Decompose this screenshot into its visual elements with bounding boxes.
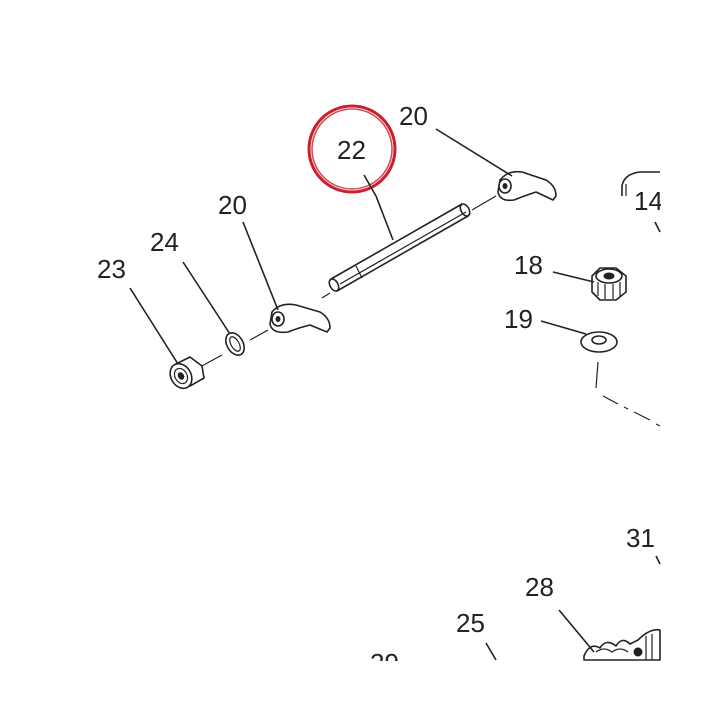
housing-part-14[interactable] xyxy=(621,171,661,233)
callout-20-lower: 20 xyxy=(218,190,247,220)
rocker-arm-part-20-lower[interactable] xyxy=(269,303,331,334)
washer-axis xyxy=(595,361,661,427)
assembly-axis xyxy=(199,195,497,368)
o-ring-part-24[interactable] xyxy=(222,330,248,359)
callout-28: 28 xyxy=(525,572,554,602)
callout-14: 14 xyxy=(634,186,663,216)
callout-19: 19 xyxy=(504,304,533,334)
shaft-part-22[interactable] xyxy=(327,202,471,292)
crop-mask-right xyxy=(661,0,720,720)
washer-part-19[interactable] xyxy=(580,331,618,353)
callout-labels: 22 20 20 24 23 18 19 14 31 28 25 29 xyxy=(97,101,663,678)
leader-lines xyxy=(129,128,595,661)
callout-24: 24 xyxy=(150,227,179,257)
rocker-arm-part-20-upper[interactable] xyxy=(497,170,557,202)
callout-20-upper: 20 xyxy=(399,101,428,131)
housing-fragment-bottom[interactable] xyxy=(583,555,661,661)
plug-part-23[interactable] xyxy=(166,356,205,392)
highlight-ring xyxy=(307,104,397,194)
callout-23: 23 xyxy=(97,254,126,284)
callout-22: 22 xyxy=(337,135,366,165)
nut-part-18[interactable] xyxy=(591,267,627,301)
callout-31: 31 xyxy=(626,523,655,553)
callout-25: 25 xyxy=(456,608,485,638)
callout-18: 18 xyxy=(514,250,543,280)
crop-mask-bottom xyxy=(0,661,720,720)
